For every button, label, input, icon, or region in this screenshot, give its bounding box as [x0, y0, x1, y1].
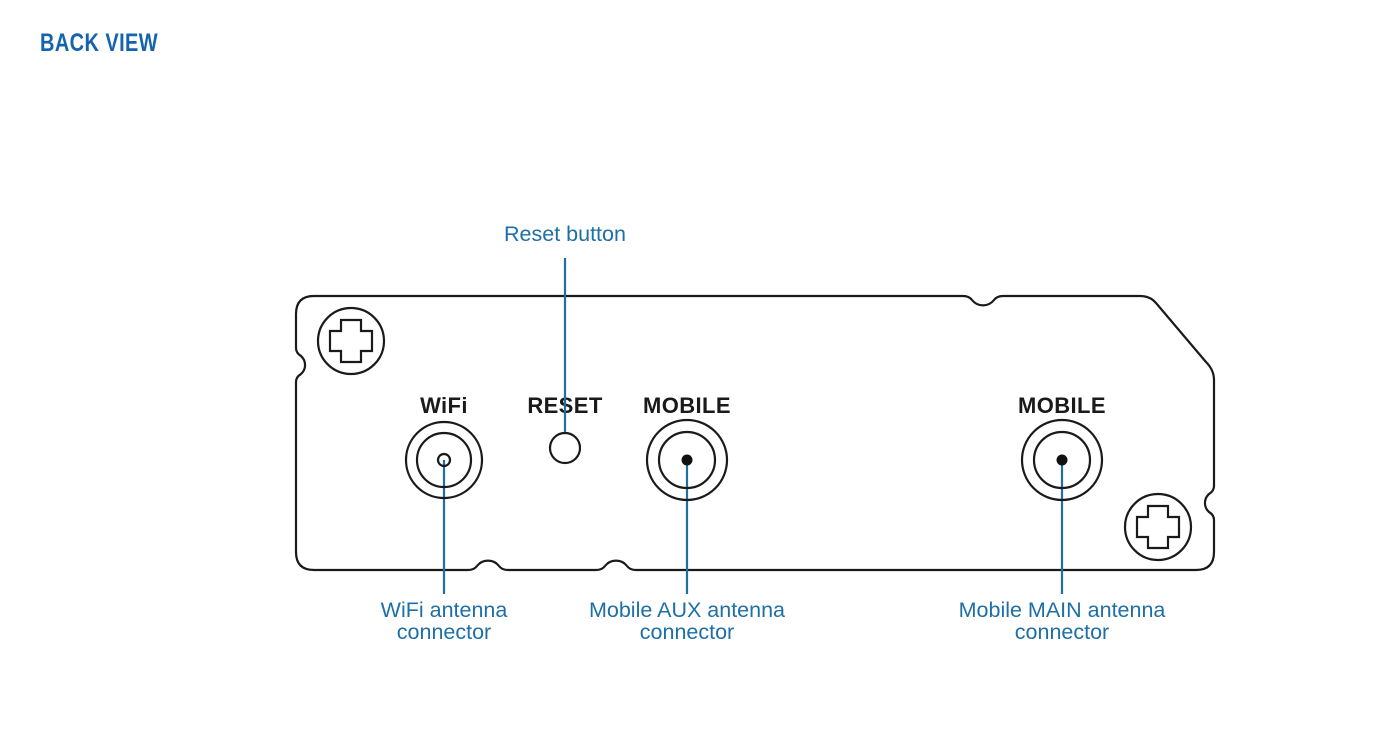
- port-label-mobile-main: MOBILE: [1018, 393, 1106, 418]
- callout-main-line1: Mobile MAIN antenna: [959, 598, 1166, 622]
- screw-top-left: [316, 306, 386, 376]
- device-enclosure-outline: [294, 294, 1216, 572]
- reset-pinhole[interactable]: [548, 431, 582, 465]
- callout-aux-line1: Mobile AUX antenna: [589, 598, 785, 622]
- connector-mobile-aux[interactable]: [645, 418, 729, 502]
- callout-mobile-aux-antenna-connector: Mobile AUX antenna connector: [589, 598, 785, 644]
- connector-mobile-main[interactable]: [1020, 418, 1104, 502]
- screw-bottom-right: [1123, 492, 1193, 562]
- callout-aux-line2: connector: [640, 620, 734, 644]
- connector-wifi[interactable]: [404, 420, 484, 500]
- callout-wifi-antenna-connector: WiFi antenna connector: [381, 598, 508, 644]
- callout-main-line2: connector: [1015, 620, 1109, 644]
- port-label-mobile-aux: MOBILE: [643, 393, 731, 418]
- page-title: BACK VIEW: [40, 29, 159, 57]
- callout-reset-button: Reset button: [504, 222, 626, 246]
- callout-mobile-main-antenna-connector: Mobile MAIN antenna connector: [959, 598, 1166, 644]
- port-label-wifi: WiFi: [420, 393, 468, 418]
- callout-wifi-line1: WiFi antenna: [381, 598, 508, 622]
- callout-wifi-line2: connector: [397, 620, 491, 644]
